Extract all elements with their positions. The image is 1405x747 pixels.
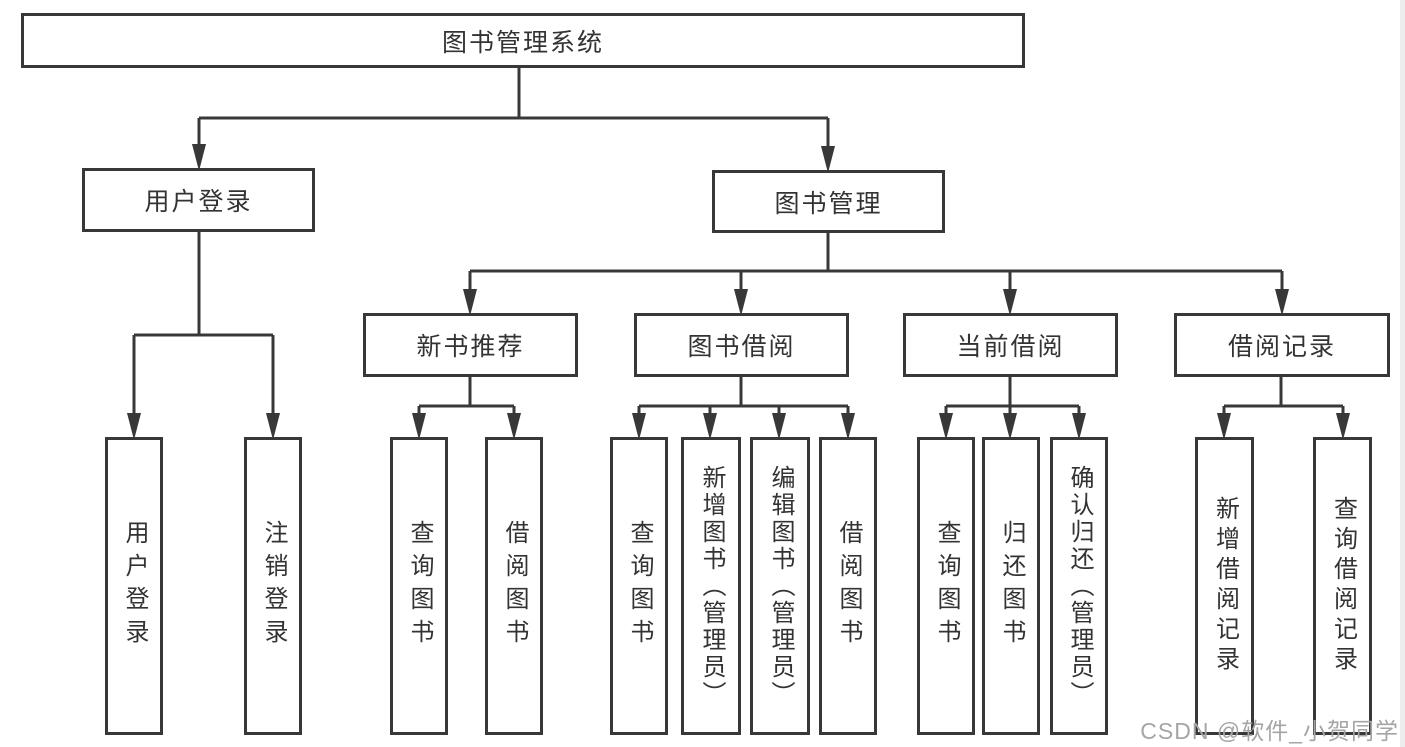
- arrow-down-icon: [1003, 289, 1017, 316]
- arrow-down-icon: [772, 413, 786, 440]
- edge-lines: [132, 66, 1345, 414]
- edges-book-management: [468, 231, 1284, 291]
- node-leaf-search-borrow-record: 查询借阅记录: [1313, 437, 1372, 735]
- arrow-down-icon: [821, 146, 835, 173]
- edges-user-login: [132, 232, 275, 414]
- arrow-down-icon: [841, 413, 855, 440]
- arrow-down-icon: [939, 413, 953, 440]
- node-borrow-records: 借阅记录: [1174, 313, 1390, 377]
- node-book-management: 图书管理: [712, 170, 945, 233]
- csdn-watermark: CSDN @软件_小贺同学: [1140, 718, 1399, 744]
- node-leaf-search-book-recommend: 查询图书: [390, 437, 448, 735]
- edges-new-book-recommend: [417, 375, 516, 414]
- edges-root: [197, 66, 830, 151]
- arrow-down-icon: [1072, 413, 1086, 440]
- edges-borrow-records: [1222, 375, 1345, 414]
- edges-book-borrow: [637, 375, 850, 414]
- arrow-down-icon: [192, 144, 206, 171]
- edges-current-borrow: [944, 375, 1081, 414]
- node-leaf-return-book: 归还图书: [982, 437, 1040, 735]
- arrow-down-icon: [412, 413, 426, 440]
- arrow-down-icon: [1275, 289, 1289, 316]
- arrow-down-icon: [632, 413, 646, 440]
- arrow-down-icon: [703, 413, 717, 440]
- node-leaf-search-book-current: 查询图书: [917, 437, 975, 735]
- node-leaf-search-book-borrow: 查询图书: [610, 437, 668, 735]
- node-new-book-recommend: 新书推荐: [363, 313, 578, 377]
- node-current-borrow: 当前借阅: [903, 313, 1118, 377]
- page-edge-strip: [1400, 0, 1405, 747]
- node-leaf-edit-book-admin: 编辑图书（管理员）: [750, 437, 810, 735]
- arrowheads: [127, 144, 1350, 440]
- arrow-down-icon: [1336, 413, 1350, 440]
- node-leaf-add-borrow-record: 新增借阅记录: [1195, 437, 1254, 735]
- arrow-down-icon: [734, 289, 748, 316]
- node-leaf-borrow-book: 借阅图书: [819, 437, 877, 735]
- node-leaf-user-login: 用户登录: [105, 437, 163, 735]
- node-book-borrow: 图书借阅: [634, 313, 849, 377]
- arrow-down-icon: [1003, 413, 1017, 440]
- node-leaf-logout: 注销登录: [244, 437, 302, 735]
- arrow-down-icon: [266, 413, 280, 440]
- node-root: 图书管理系统: [21, 13, 1025, 68]
- node-user-login: 用户登录: [82, 168, 315, 232]
- arrow-down-icon: [127, 413, 141, 440]
- node-leaf-borrow-book-recommend: 借阅图书: [485, 437, 543, 735]
- arrow-down-icon: [507, 413, 521, 440]
- node-leaf-add-book-admin: 新增图书（管理员）: [681, 437, 741, 735]
- node-leaf-confirm-return-admin: 确认归还（管理员）: [1050, 437, 1108, 735]
- arrow-down-icon: [1217, 413, 1231, 440]
- arrow-down-icon: [463, 289, 477, 316]
